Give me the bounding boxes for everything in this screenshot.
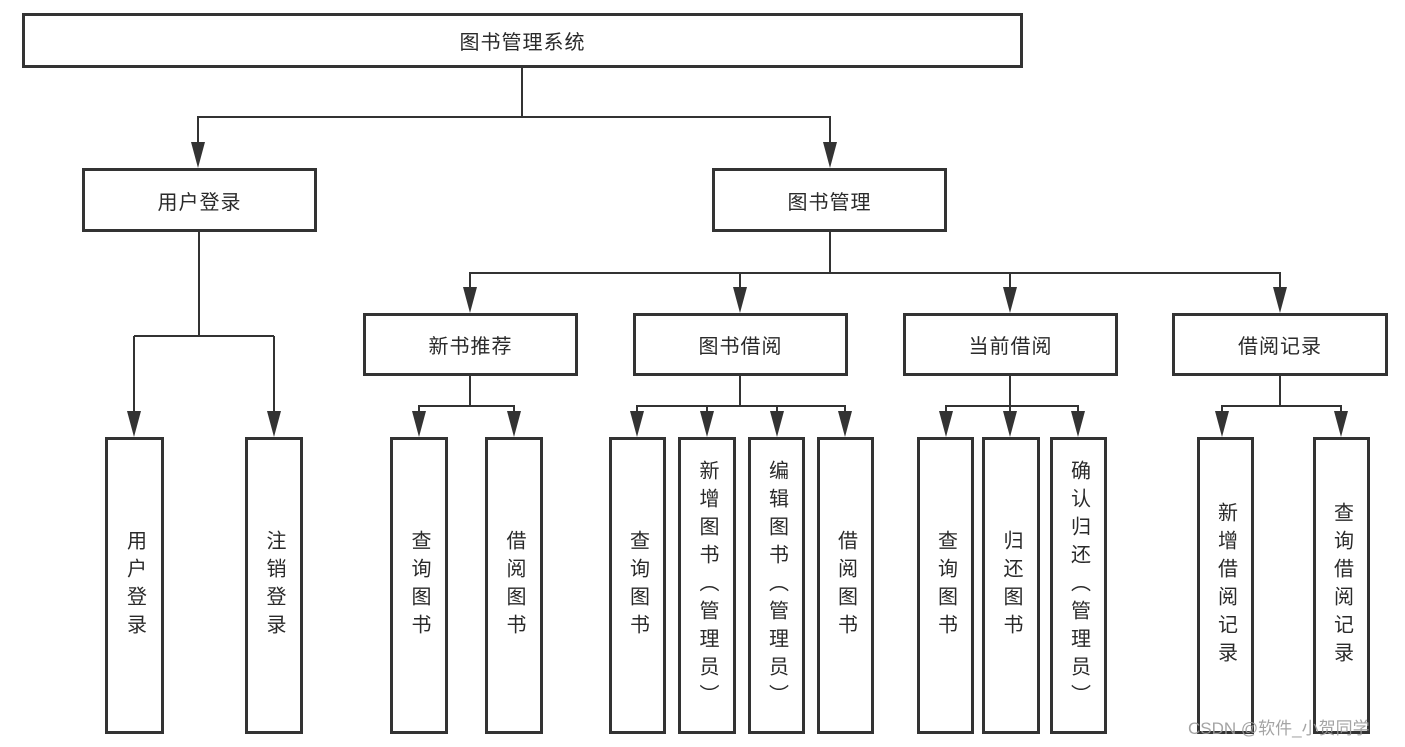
leaf-return-book: 归还图书 (982, 437, 1040, 734)
leaf-query-borrow-record: 查询借阅记录 (1313, 437, 1370, 734)
leaf-add-borrow-record: 新增借阅记录 (1197, 437, 1254, 734)
leaf-confirm-return-admin-label: 确认归还（管理员） (1067, 459, 1090, 712)
node-borrow-records: 借阅记录 (1172, 313, 1388, 376)
leaf-query-book-borrow: 查询图书 (609, 437, 666, 734)
leaf-query-book-current: 查询图书 (917, 437, 974, 734)
leaf-edit-book-admin-label: 编辑图书（管理员） (765, 459, 788, 712)
node-user-login: 用户登录 (82, 168, 317, 232)
node-borrow-records-label: 借阅记录 (1238, 336, 1322, 358)
node-user-login-label: 用户登录 (157, 191, 242, 214)
node-current-borrow: 当前借阅 (903, 313, 1118, 376)
leaf-logout-label: 注销登录 (263, 529, 285, 642)
leaf-add-book-admin: 新增图书（管理员） (678, 437, 736, 734)
leaf-user-login: 用户登录 (105, 437, 164, 734)
leaf-query-book-current-label: 查询图书 (934, 529, 957, 642)
node-book-borrow: 图书借阅 (633, 313, 848, 376)
node-new-book-recommend-label: 新书推荐 (428, 336, 513, 358)
node-root-label: 图书管理系统 (459, 32, 586, 54)
leaf-query-book-recommend: 查询图书 (390, 437, 448, 734)
leaf-add-borrow-record-label: 新增借阅记录 (1214, 501, 1237, 670)
node-new-book-recommend: 新书推荐 (363, 313, 578, 376)
leaf-borrow-book: 借阅图书 (817, 437, 874, 734)
node-current-borrow-label: 当前借阅 (968, 336, 1053, 358)
node-book-management-label: 图书管理 (787, 191, 872, 214)
leaf-confirm-return-admin: 确认归还（管理员） (1050, 437, 1107, 734)
node-root: 图书管理系统 (22, 13, 1023, 68)
node-book-management: 图书管理 (712, 168, 947, 232)
leaf-return-book-label: 归还图书 (1000, 529, 1022, 642)
leaf-user-login-label: 用户登录 (123, 529, 146, 642)
leaf-borrow-book-recommend: 借阅图书 (485, 437, 543, 734)
leaf-borrow-book-label: 借阅图书 (834, 529, 857, 642)
watermark: CSDN @软件_小贺同学 (1188, 719, 1370, 738)
leaf-edit-book-admin: 编辑图书（管理员） (748, 437, 805, 734)
leaf-logout: 注销登录 (245, 437, 303, 734)
leaf-query-borrow-record-label: 查询借阅记录 (1330, 501, 1353, 670)
leaf-add-book-admin-label: 新增图书（管理员） (696, 459, 718, 712)
leaf-query-book-borrow-label: 查询图书 (626, 529, 649, 642)
leaf-query-book-recommend-label: 查询图书 (408, 529, 430, 642)
leaf-borrow-book-recommend-label: 借阅图书 (503, 529, 525, 642)
node-book-borrow-label: 图书借阅 (698, 336, 783, 358)
